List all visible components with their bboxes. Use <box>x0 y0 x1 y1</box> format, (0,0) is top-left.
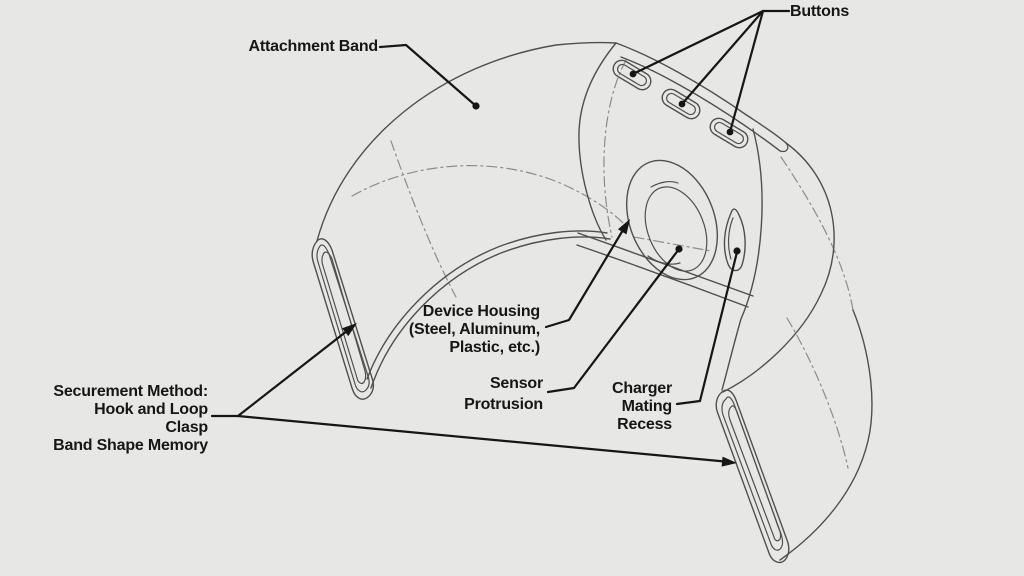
button-1-inner <box>616 63 648 87</box>
button-2-outer <box>661 88 701 120</box>
attachment-band-dot <box>472 102 480 110</box>
svg-text:Band Shape Memory: Band Shape Memory <box>53 437 208 454</box>
band-arch-right-outer <box>722 142 835 393</box>
button-3-outer <box>709 117 749 149</box>
sensor-seam-top <box>650 181 679 188</box>
sensor-outer-oval <box>625 159 719 281</box>
button-dot-2 <box>678 100 686 108</box>
housing-rail-outer <box>615 42 787 144</box>
housing-rail-inner <box>620 56 781 152</box>
leader-lines <box>210 9 791 467</box>
housing-bottom-edge-outer <box>577 232 754 297</box>
sensor-protrusion-drawing <box>625 159 719 281</box>
securement-leader-right <box>236 414 732 464</box>
left-end-mid <box>316 244 370 393</box>
sensor-protrusion-label: Sensor Protrusion <box>464 375 543 413</box>
attachment-band-leader <box>378 43 478 108</box>
hidden-lines <box>351 59 854 469</box>
band-end-right <box>715 389 790 564</box>
attachment-band-drawing <box>311 41 873 564</box>
svg-text:Hook and Loop: Hook and Loop <box>94 401 208 418</box>
device-housing-leader <box>544 223 628 329</box>
svg-text:Sensor: Sensor <box>490 375 543 392</box>
band-right-silhouette <box>779 309 873 561</box>
buttons-label: Buttons <box>790 3 849 20</box>
svg-text:Device Housing: Device Housing <box>423 303 540 320</box>
svg-text:(Steel, Aluminum,: (Steel, Aluminum, <box>409 321 540 338</box>
securement-arrowhead-right <box>721 456 737 467</box>
hidden-sensor-seam <box>633 236 712 252</box>
housing-rail-endcap <box>779 142 789 153</box>
band-end-left <box>311 238 375 400</box>
buttons-leader-3 <box>728 9 765 134</box>
device-housing-label: Device Housing (Steel, Aluminum, Plastic… <box>409 303 540 356</box>
button-2-inner <box>665 92 697 116</box>
charger-recess-leader <box>675 250 739 406</box>
right-end-outer <box>715 389 790 564</box>
housing-left-edge <box>578 42 617 241</box>
sensor-inner-oval <box>644 186 708 272</box>
svg-text:Clasp: Clasp <box>165 419 208 436</box>
svg-text:Mating: Mating <box>622 398 672 415</box>
charger-mating-recess-label: Charger Mating Recess <box>612 380 672 433</box>
recess-outline <box>723 208 746 272</box>
svg-text:Protrusion: Protrusion <box>464 396 543 413</box>
hidden-housing-edge <box>603 59 627 238</box>
left-end-slot <box>321 251 367 384</box>
attachment-band-label: Attachment Band <box>249 38 378 55</box>
securement-method-label: Securement Method: Hook and Loop Clasp B… <box>53 383 208 454</box>
band-arch-left-outer <box>370 236 611 389</box>
button-dot-1 <box>629 70 637 78</box>
band-outer-top-arc <box>316 41 617 242</box>
svg-text:Recess: Recess <box>617 416 672 433</box>
device-housing-drawing <box>576 42 789 391</box>
securement-leader-left <box>210 325 354 418</box>
buttons-leader-1 <box>631 9 765 76</box>
button-slot-2 <box>661 88 701 120</box>
button-slot-1 <box>612 59 652 91</box>
labels: Attachment Band Buttons Device Housing (… <box>53 3 849 454</box>
button-dot-3 <box>726 128 734 136</box>
sensor-protrusion-leader <box>546 247 681 394</box>
button-1-outer <box>612 59 652 91</box>
hidden-inner-edge-left <box>390 140 457 298</box>
sensor-protrusion-dot <box>675 245 683 253</box>
left-end-outer <box>311 238 375 400</box>
hidden-right-edge-upper <box>780 156 854 311</box>
hidden-right-edge-lower <box>786 317 849 469</box>
svg-text:Plastic, etc.): Plastic, etc.) <box>449 339 540 356</box>
svg-text:Charger: Charger <box>612 380 672 397</box>
right-end-slot <box>728 405 782 542</box>
charger-recess-drawing <box>723 208 746 272</box>
sensor-seam-bottom <box>647 255 681 265</box>
housing-bottom-edge-inner <box>576 244 749 308</box>
svg-text:Securement Method:: Securement Method: <box>53 383 208 400</box>
buttons-leader-2 <box>680 9 765 106</box>
housing-right-edge <box>721 128 763 391</box>
band-arch-left-inner <box>366 230 608 380</box>
hidden-inner-arc <box>351 165 628 228</box>
right-end-mid <box>721 396 784 551</box>
recess-inner-line <box>727 217 734 260</box>
device-housing-arrowhead <box>617 219 630 235</box>
securement-arrowhead-left <box>342 323 357 337</box>
charger-recess-dot <box>733 247 741 255</box>
